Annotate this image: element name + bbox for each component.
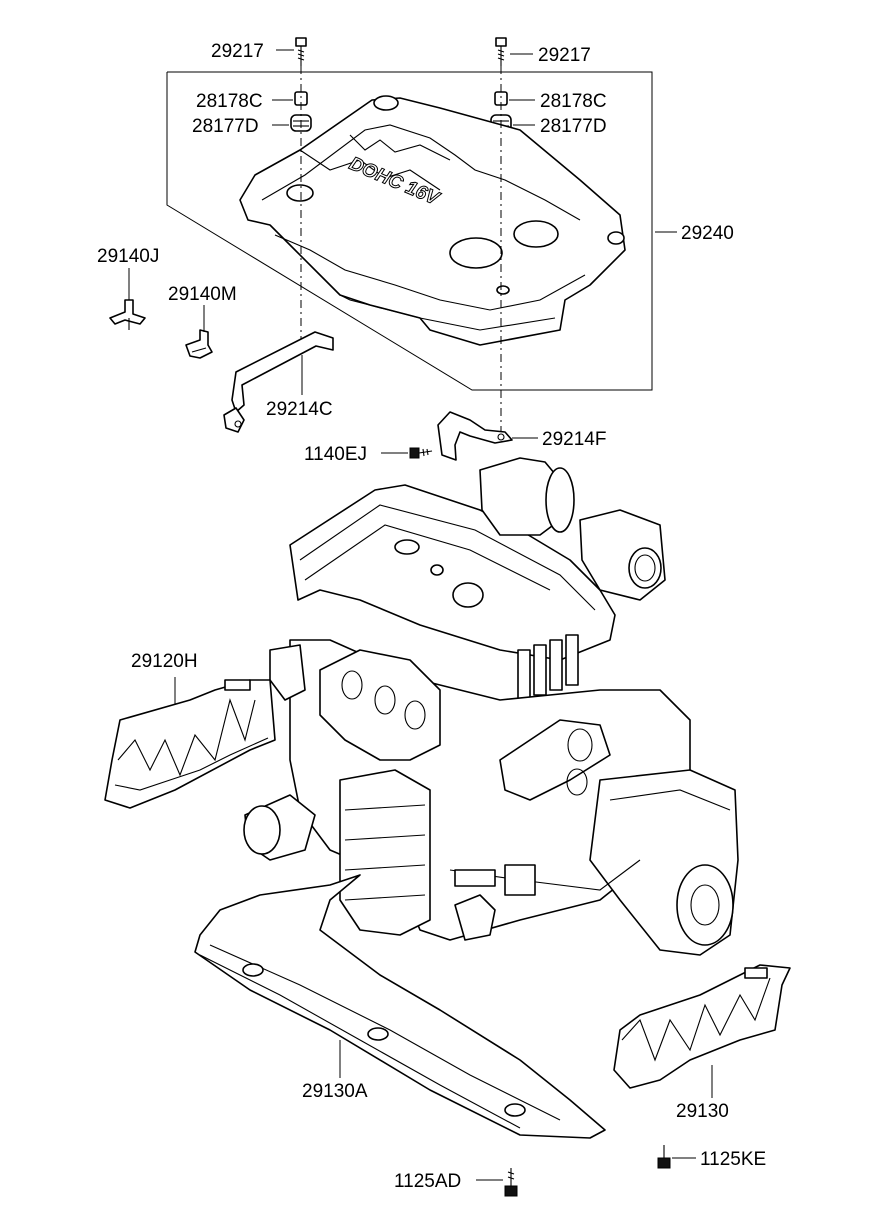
- label-1140ej: 1140EJ: [304, 444, 367, 465]
- label-28178c-left: 28178C: [196, 91, 263, 112]
- bolt-1140ej: [409, 447, 433, 459]
- label-29240: 29240: [681, 223, 734, 244]
- label-29217-right: 29217: [538, 45, 591, 66]
- label-29217-left: 29217: [211, 41, 264, 62]
- label-29130a: 29130A: [302, 1081, 368, 1102]
- bracket-29214f: [437, 411, 513, 461]
- label-28177d-right: 28177D: [540, 116, 607, 137]
- bracket-29214c: [223, 331, 334, 433]
- leader-lines: [128, 49, 713, 1181]
- label-29140j: 29140J: [97, 246, 159, 267]
- label-29120h: 29120H: [131, 651, 198, 672]
- engine-cover-29240: DOHC 16V: [239, 95, 626, 346]
- bolt-1125ad: [504, 1168, 518, 1197]
- bolt-1125ke: [657, 1145, 671, 1169]
- under-cover-29130a: [194, 874, 606, 1139]
- label-1125ke: 1125KE: [700, 1149, 766, 1170]
- engine-assembly: [243, 457, 739, 956]
- clip-29140m: [185, 329, 213, 359]
- label-29214c: 29214C: [266, 399, 333, 420]
- label-29214f: 29214F: [542, 429, 606, 450]
- label-29140m: 29140M: [168, 284, 237, 305]
- label-1125ad: 1125AD: [394, 1171, 461, 1192]
- side-cover-29130: [613, 964, 791, 1089]
- clip-29140j: [109, 299, 146, 330]
- label-29130: 29130: [676, 1101, 729, 1122]
- side-cover-29120h: [104, 679, 276, 809]
- bolt-29217-left: [295, 37, 307, 66]
- bolt-29217-right: [495, 37, 507, 66]
- label-28177d-left: 28177D: [192, 116, 259, 137]
- label-28178c-right: 28178C: [540, 91, 607, 112]
- group-frame-29240: [166, 71, 653, 391]
